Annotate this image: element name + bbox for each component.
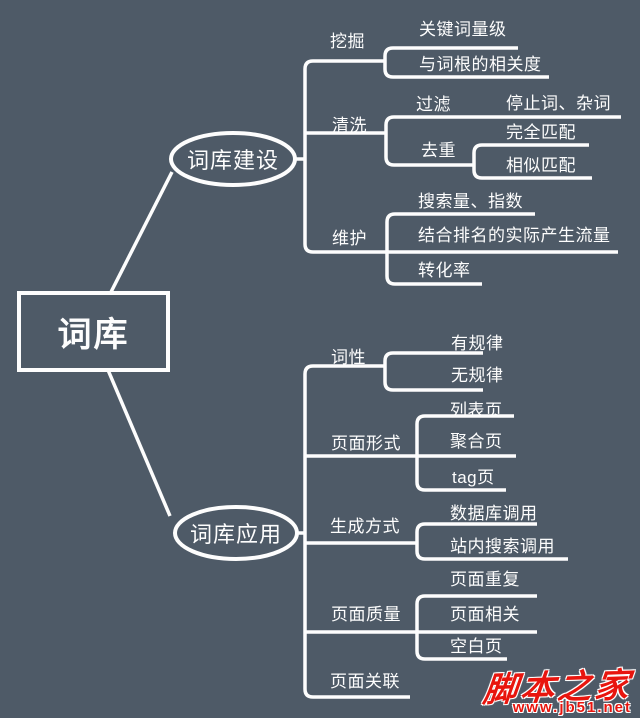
node-regular-label: 有规律 — [451, 334, 504, 353]
node-page-duplication-label: 页面重复 — [450, 570, 520, 589]
construction-branch-lines — [295, 46, 621, 286]
node-page-relevance-label: 页面相关 — [450, 605, 520, 624]
node-similar-match-label: 相似匹配 — [506, 156, 576, 175]
node-stop-words-label: 停止词、杂词 — [506, 94, 611, 113]
node-maintenance-label: 维护 — [332, 229, 367, 248]
node-aggregation-page-label: 聚合页 — [450, 432, 503, 451]
watermark-site-url: www.jb51.net — [512, 699, 632, 716]
node-application-label: 词库应用 — [189, 522, 282, 547]
node-cleaning-label: 清洗 — [332, 116, 367, 135]
node-list-page-label: 列表页 — [450, 401, 503, 420]
node-tag-page-label: tag页 — [452, 468, 495, 487]
application-branch-lines — [296, 351, 568, 699]
node-exact-match-label: 完全匹配 — [506, 123, 576, 142]
node-conversion-rate-label: 转化率 — [418, 261, 471, 280]
node-site-search-call-label: 站内搜索调用 — [450, 537, 555, 556]
node-search-volume-index-label: 搜索量、指数 — [418, 192, 523, 211]
node-filtering-label: 过滤 — [416, 95, 451, 114]
node-page-format-label: 页面形式 — [331, 434, 401, 453]
node-database-call-label: 数据库调用 — [450, 504, 538, 523]
node-keyword-volume-label: 关键词量级 — [419, 20, 507, 39]
node-irregular-label: 无规律 — [451, 366, 504, 385]
node-ranking-traffic-label: 结合排名的实际产生流量 — [418, 226, 611, 245]
node-construction-label: 词库建设 — [186, 148, 279, 173]
root-topic-box — [17, 291, 170, 372]
node-page-linkage-label: 页面关联 — [330, 672, 400, 691]
node-blank-page-label: 空白页 — [450, 637, 503, 656]
node-dedup-label: 去重 — [421, 141, 456, 160]
node-root-relevance-label: 与词根的相关度 — [419, 55, 542, 74]
node-root-label: 词库 — [57, 316, 130, 354]
root-connectors — [106, 171, 174, 517]
node-generation-method-label: 生成方式 — [330, 517, 400, 536]
node-mining-label: 挖掘 — [330, 32, 365, 51]
node-part-of-speech-label: 词性 — [331, 348, 366, 367]
node-page-quality-label: 页面质量 — [331, 605, 401, 624]
